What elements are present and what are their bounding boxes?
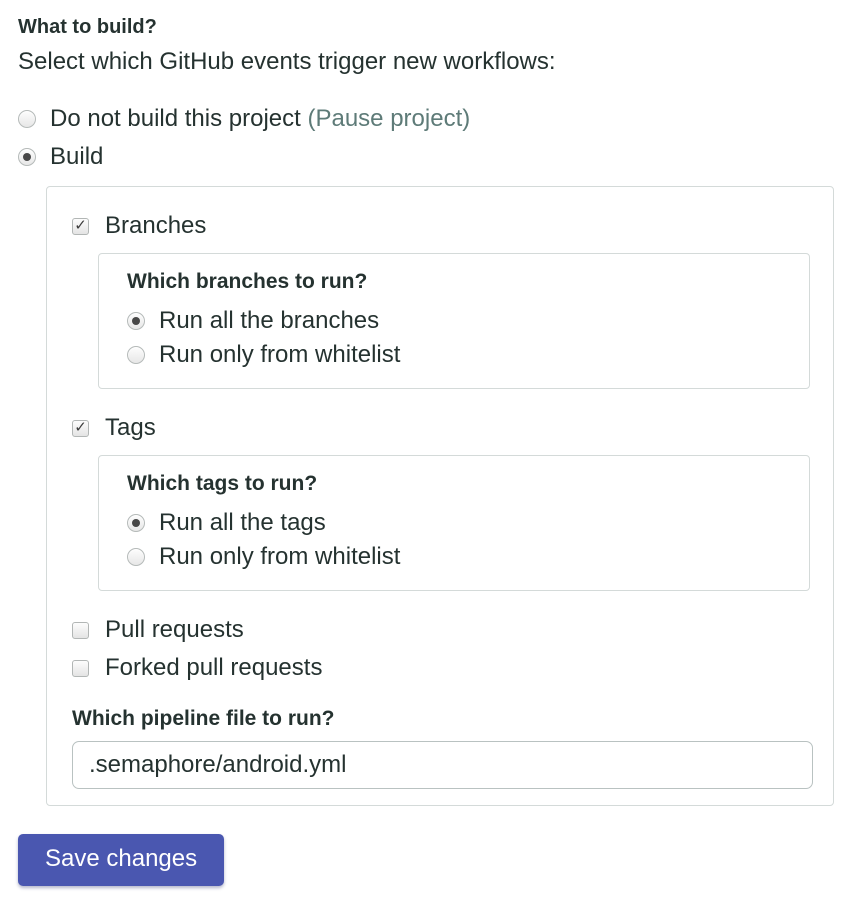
pause-project-radio[interactable] xyxy=(18,110,36,128)
branches-run-all-option[interactable]: Run all the branches xyxy=(127,304,809,338)
check-icon: ✓ xyxy=(74,216,87,234)
pause-project-option[interactable]: Do not build this project (Pause project… xyxy=(18,102,850,136)
build-label[interactable]: Build xyxy=(50,143,104,170)
branches-run-all-radio[interactable] xyxy=(127,312,145,330)
tags-whitelist-option[interactable]: Run only from whitelist xyxy=(127,540,809,574)
branches-label[interactable]: Branches xyxy=(105,212,207,239)
tags-question: Which tags to run? xyxy=(127,472,318,495)
tags-whitelist-label[interactable]: Run only from whitelist xyxy=(159,543,401,570)
branches-option[interactable]: ✓ Branches xyxy=(72,209,809,243)
branches-sub-panel: Which branches to run? Run all the branc… xyxy=(98,253,810,389)
tags-run-all-option[interactable]: Run all the tags xyxy=(127,506,809,540)
branches-whitelist-radio[interactable] xyxy=(127,346,145,364)
tags-label[interactable]: Tags xyxy=(105,414,156,441)
tags-sub-panel: Which tags to run? Run all the tags Run … xyxy=(98,455,810,591)
tags-option[interactable]: ✓ Tags xyxy=(72,411,809,445)
branches-question: Which branches to run? xyxy=(127,270,368,293)
forked-pull-requests-option[interactable]: Forked pull requests xyxy=(72,651,809,685)
check-icon: ✓ xyxy=(74,418,87,436)
page-title: What to build? xyxy=(18,16,157,38)
pull-requests-label[interactable]: Pull requests xyxy=(105,616,244,643)
build-radio[interactable] xyxy=(18,148,36,166)
branches-whitelist-option[interactable]: Run only from whitelist xyxy=(127,338,809,372)
pause-project-label[interactable]: Do not build this project (Pause project… xyxy=(50,105,471,132)
pipeline-file-question: Which pipeline file to run? xyxy=(72,707,335,730)
forked-pull-requests-checkbox[interactable] xyxy=(72,659,89,677)
tags-run-all-label[interactable]: Run all the tags xyxy=(159,509,326,536)
pause-project-link[interactable]: (Pause project) xyxy=(307,105,471,132)
forked-pull-requests-label[interactable]: Forked pull requests xyxy=(105,654,323,681)
save-changes-button[interactable]: Save changes xyxy=(18,834,225,886)
pull-requests-checkbox[interactable] xyxy=(72,621,89,639)
page-subtitle: Select which GitHub events trigger new w… xyxy=(18,48,556,75)
build-settings-panel: ✓ Branches Which branches to run? Run al… xyxy=(46,186,834,806)
pipeline-file-input[interactable] xyxy=(72,741,813,789)
tags-checkbox[interactable]: ✓ xyxy=(72,418,89,437)
branches-whitelist-label[interactable]: Run only from whitelist xyxy=(159,341,401,368)
build-option[interactable]: Build xyxy=(18,140,850,174)
what-to-build-settings: What to build? Select which GitHub event… xyxy=(18,16,850,886)
pull-requests-option[interactable]: Pull requests xyxy=(72,613,809,647)
branches-run-all-label[interactable]: Run all the branches xyxy=(159,307,380,334)
branches-checkbox[interactable]: ✓ xyxy=(72,216,89,235)
tags-run-all-radio[interactable] xyxy=(127,514,145,532)
tags-whitelist-radio[interactable] xyxy=(127,548,145,566)
